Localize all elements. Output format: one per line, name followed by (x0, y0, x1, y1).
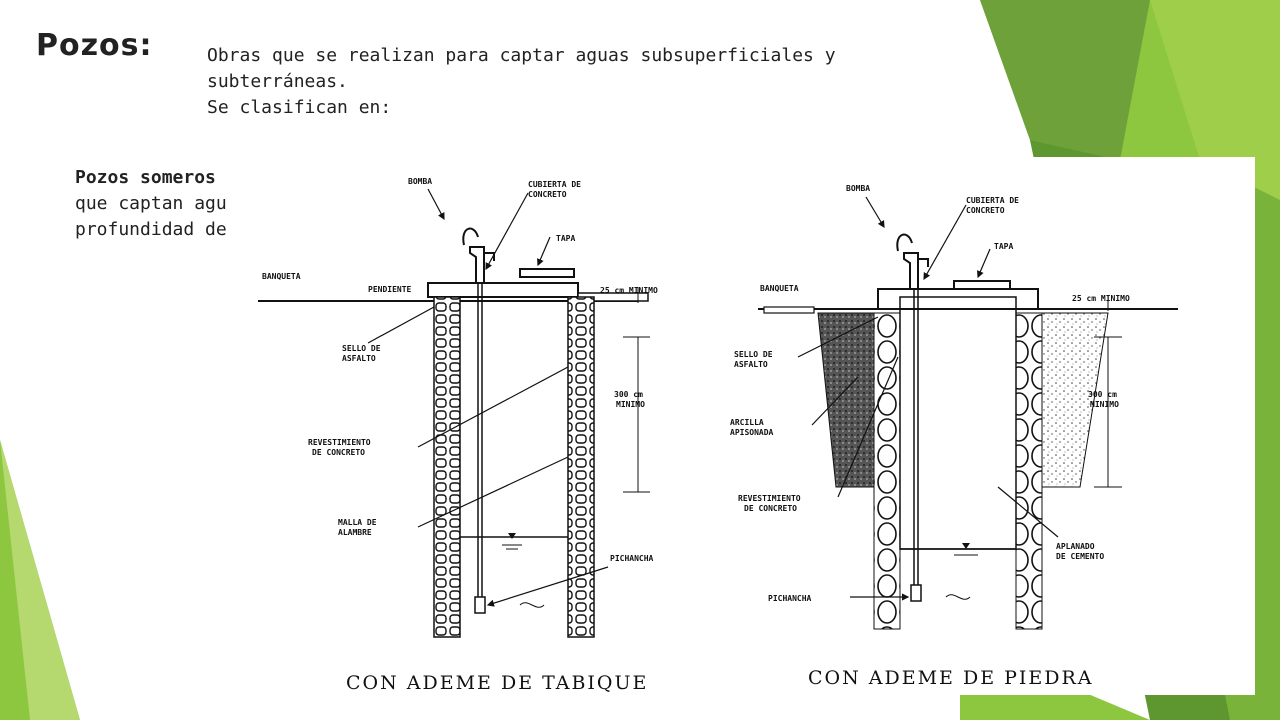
shallow-wells-line: que captan agu (75, 193, 227, 214)
label-tapa: TAPA (994, 242, 1013, 251)
label-revestimiento: DE CONCRETO (312, 448, 365, 457)
left-panel-caption: CON ADEME DE TABIQUE (346, 672, 648, 694)
label-25cm: 25 cm MINIMO (600, 286, 658, 295)
right-panel-caption: CON ADEME DE PIEDRA (808, 667, 1094, 689)
slide-title: Pozos: (36, 28, 153, 63)
label-pichancha: PICHANCHA (768, 594, 812, 603)
right-green-facet-3 (1150, 0, 1280, 200)
intro-line: subterráneas. (207, 71, 348, 92)
left-well-panel: BOMBA CUBIERTA DE CONCRETO TAPA BANQUETA… (258, 177, 658, 694)
shallow-wells-text: Pozos someros que captan agu profundidad… (75, 165, 255, 243)
label-banqueta: BANQUETA (262, 272, 301, 281)
label-300cm: MINIMO (616, 400, 645, 409)
label-malla: ALAMBRE (338, 528, 372, 537)
label-arcilla: ARCILLA (730, 418, 764, 427)
right-well-panel: BOMBA CUBIERTA DE CONCRETO TAPA BANQUETA… (730, 184, 1178, 689)
label-bomba: BOMBA (408, 177, 432, 186)
well-diagram-figure: BOMBA CUBIERTA DE CONCRETO TAPA BANQUETA… (238, 157, 1255, 695)
well-diagram: BOMBA CUBIERTA DE CONCRETO TAPA BANQUETA… (258, 177, 1178, 694)
left-green-wedge-light (0, 440, 80, 720)
label-tapa: TAPA (556, 234, 575, 243)
label-pichancha: PICHANCHA (610, 554, 654, 563)
label-cubierta: CONCRETO (528, 190, 567, 199)
label-revestimiento: REVESTIMIENTO (738, 494, 801, 503)
label-cubierta: CUBIERTA DE (966, 196, 1019, 205)
intro-text: Obras que se realizan para captar aguas … (207, 43, 867, 121)
label-25cm: 25 cm MINIMO (1072, 294, 1130, 303)
label-arcilla: APISONADA (730, 428, 774, 437)
label-aplanado: DE CEMENTO (1056, 552, 1104, 561)
label-300cm: MINIMO (1090, 400, 1119, 409)
label-banqueta: BANQUETA (760, 284, 799, 293)
label-300cm: 300 cm (614, 390, 643, 399)
label-revestimiento: REVESTIMIENTO (308, 438, 371, 447)
shallow-wells-heading: Pozos someros (75, 167, 216, 188)
intro-line: Se clasifican en: (207, 97, 392, 118)
label-cubierta: CONCRETO (966, 206, 1005, 215)
shallow-wells-line: profundidad de (75, 219, 227, 240)
label-revestimiento: DE CONCRETO (744, 504, 797, 513)
label-sello: ASFALTO (734, 360, 768, 369)
label-cubierta: CUBIERTA DE (528, 180, 581, 189)
intro-line: Obras que se realizan para captar aguas … (207, 45, 836, 66)
right-green-facet-2 (980, 0, 1150, 160)
label-malla: MALLA DE (338, 518, 377, 527)
label-sello: SELLO DE (342, 344, 381, 353)
label-sello: SELLO DE (734, 350, 773, 359)
label-300cm: 300 cm (1088, 390, 1117, 399)
label-aplanado: APLANADO (1056, 542, 1095, 551)
label-bomba: BOMBA (846, 184, 870, 193)
label-pendiente: PENDIENTE (368, 285, 412, 294)
label-sello: ASFALTO (342, 354, 376, 363)
